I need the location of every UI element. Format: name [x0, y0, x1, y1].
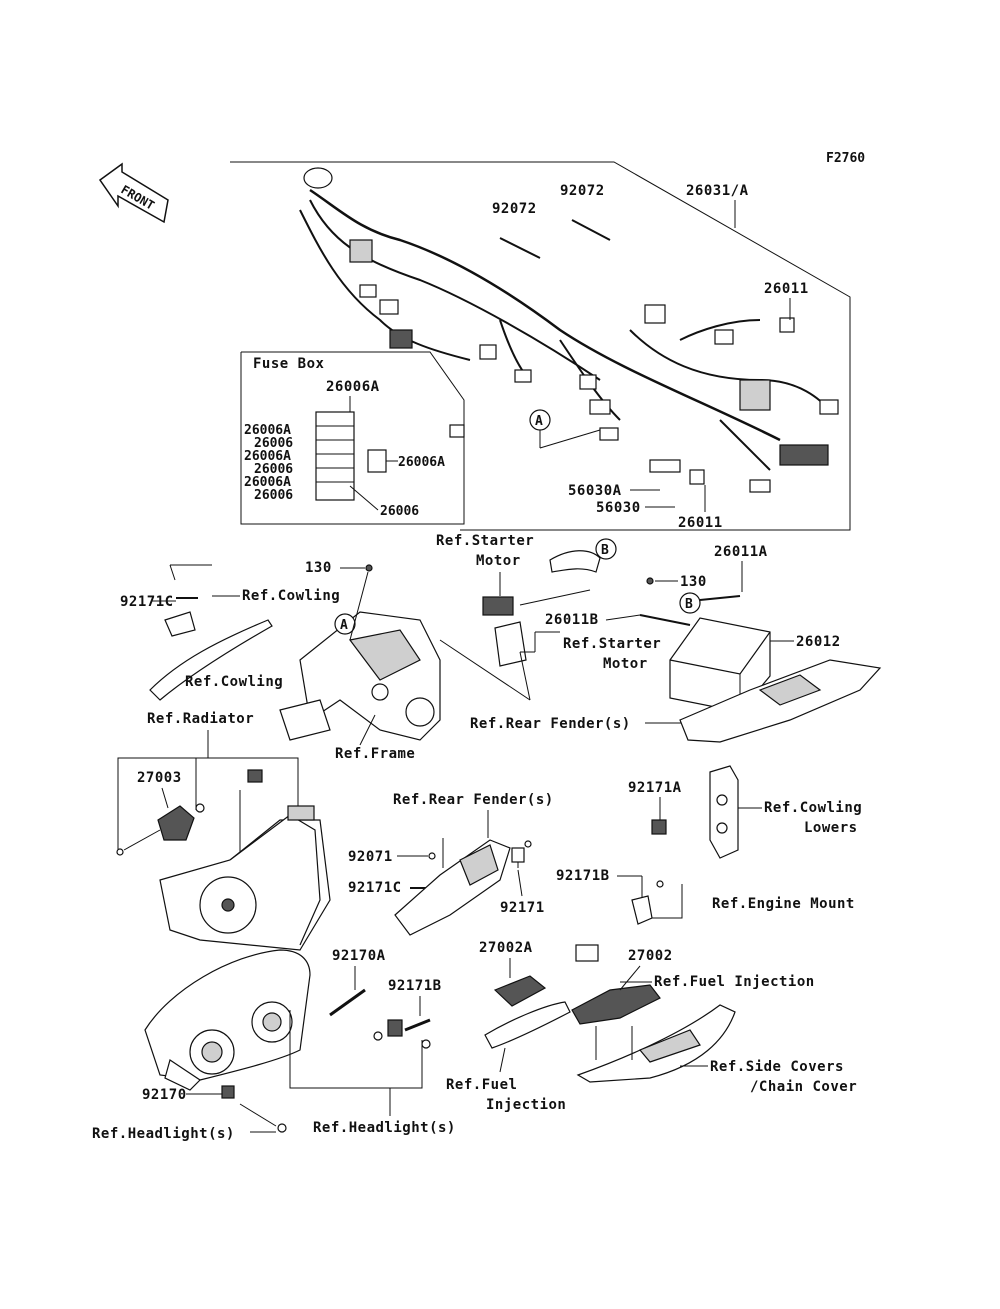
ref-headlight-b: Ref.Headlight(s) — [313, 1120, 456, 1136]
fuse-box-item-2: 26006 — [254, 436, 293, 451]
part-label-92171b-b: 92171B — [388, 978, 442, 994]
ref-cowling-b: Ref.Cowling — [185, 674, 283, 690]
headlight-assembly — [144, 949, 311, 1091]
part-label-26011b: 26011B — [545, 612, 599, 628]
sensor-27002 — [571, 984, 661, 1025]
ref-starter-motor-a-line2: Motor — [476, 553, 521, 569]
fuse-box-bottom-label: 26006 — [380, 504, 419, 519]
part-label-92171c-a: 92171C — [120, 594, 174, 610]
side-cover — [576, 1004, 736, 1083]
part-label-92071: 92071 — [348, 849, 393, 865]
ref-starter-motor-a-line1: Ref.Starter — [436, 533, 534, 549]
part-label-92171c-b: 92171C — [348, 880, 402, 896]
part-label-27002: 27002 — [628, 948, 673, 964]
ref-headlight-a: Ref.Headlight(s) — [92, 1126, 235, 1142]
part-label-26031a: 26031/A — [686, 183, 749, 199]
fuse-box-item-5: 26006A — [244, 475, 291, 490]
cable-tie-92072-a — [499, 237, 541, 259]
part-label-27002a: 27002A — [479, 940, 533, 956]
ref-starter-motor-b-line2: Motor — [603, 656, 648, 672]
part-label-92171a: 92171A — [628, 780, 682, 796]
starter-cable — [549, 550, 601, 573]
ref-side-covers-line2: /Chain Cover — [750, 1079, 857, 1095]
ref-side-covers-line1: Ref.Side Covers — [710, 1059, 844, 1075]
radiator — [159, 805, 331, 951]
figure-code: F2760 — [826, 151, 865, 166]
fuse-box-title: Fuse Box — [253, 356, 325, 372]
part-label-130-a: 130 — [305, 560, 332, 576]
part-label-26011a: 26011A — [714, 544, 768, 560]
part-label-130-b: 130 — [680, 574, 707, 590]
ref-cowling-lowers-line2: Lowers — [804, 820, 858, 836]
wiring-harness — [299, 167, 839, 493]
callout-a-harness-label: A — [535, 414, 543, 429]
callout-a-frame-label: A — [340, 618, 348, 633]
callout-b-battery-label: B — [685, 597, 693, 612]
fuse-box-item-3: 26006A — [244, 449, 291, 464]
fuse-box-item-6: 26006 — [254, 488, 293, 503]
part-label-92170a: 92170A — [332, 948, 386, 964]
battery — [669, 617, 771, 713]
ref-cowling-lowers-line1: Ref.Cowling — [764, 800, 862, 816]
callout-b-starter-label: B — [601, 543, 609, 558]
front-arrow-icon: FRONT — [98, 162, 169, 224]
cowling-bracket-group — [149, 564, 273, 701]
part-label-26011-a: 26011 — [764, 281, 809, 297]
sensor-27002a — [493, 975, 547, 1007]
part-label-92170: 92170 — [142, 1087, 187, 1103]
part-label-92171: 92171 — [500, 900, 545, 916]
rear-fender-tray — [679, 659, 882, 743]
cable-tie-92072-b — [571, 219, 611, 241]
frame-part — [279, 611, 441, 741]
rear-fender-bracket — [394, 839, 511, 936]
fuel-injection-piece — [484, 1001, 571, 1049]
starter-relay — [482, 596, 514, 616]
part-label-56030: 56030 — [596, 500, 641, 516]
fuse-box-inset: Fuse Box 26006A 26006A 26006 26006A 2600… — [240, 351, 465, 525]
starter-relay-bracket — [494, 621, 527, 667]
part-label-27003: 27003 — [137, 770, 182, 786]
ref-radiator: Ref.Radiator — [147, 711, 254, 727]
cowling-lower-bracket — [709, 765, 739, 859]
ref-fuel-injection-b-line2: Injection — [486, 1097, 566, 1113]
part-label-26011-b: 26011 — [678, 515, 723, 531]
sensor-27003 — [157, 805, 195, 841]
part-label-92072-b: 92072 — [560, 183, 605, 199]
sensor-27002-connector — [575, 944, 599, 962]
part-label-92072-a: 92072 — [492, 201, 537, 217]
harness-frame-line — [230, 161, 851, 531]
part-label-56030a: 56030A — [568, 483, 622, 499]
ref-rear-fender-a: Ref.Rear Fender(s) — [470, 716, 631, 732]
ref-starter-motor-b-line1: Ref.Starter — [563, 636, 661, 652]
callout-b-battery — [679, 592, 701, 614]
ref-engine-mount: Ref.Engine Mount — [712, 896, 855, 912]
fuse-box-right-label: 26006A — [398, 455, 445, 470]
ref-fuel-injection-b-line1: Ref.Fuel — [446, 1077, 517, 1093]
ref-frame: Ref.Frame — [335, 746, 415, 762]
fuse-box-item-1: 26006A — [244, 423, 291, 438]
ref-fuel-injection-a: Ref.Fuel Injection — [654, 974, 815, 990]
ref-rear-fender-b: Ref.Rear Fender(s) — [393, 792, 554, 808]
callout-b-starter — [595, 538, 617, 560]
part-label-26012: 26012 — [796, 634, 841, 650]
callout-a-frame — [334, 613, 356, 635]
fuse-box-top-label: 26006A — [326, 379, 380, 395]
part-label-92171b-a: 92171B — [556, 868, 610, 884]
fuse-box-item-4: 26006 — [254, 462, 293, 477]
ref-cowling-a: Ref.Cowling — [242, 588, 340, 604]
